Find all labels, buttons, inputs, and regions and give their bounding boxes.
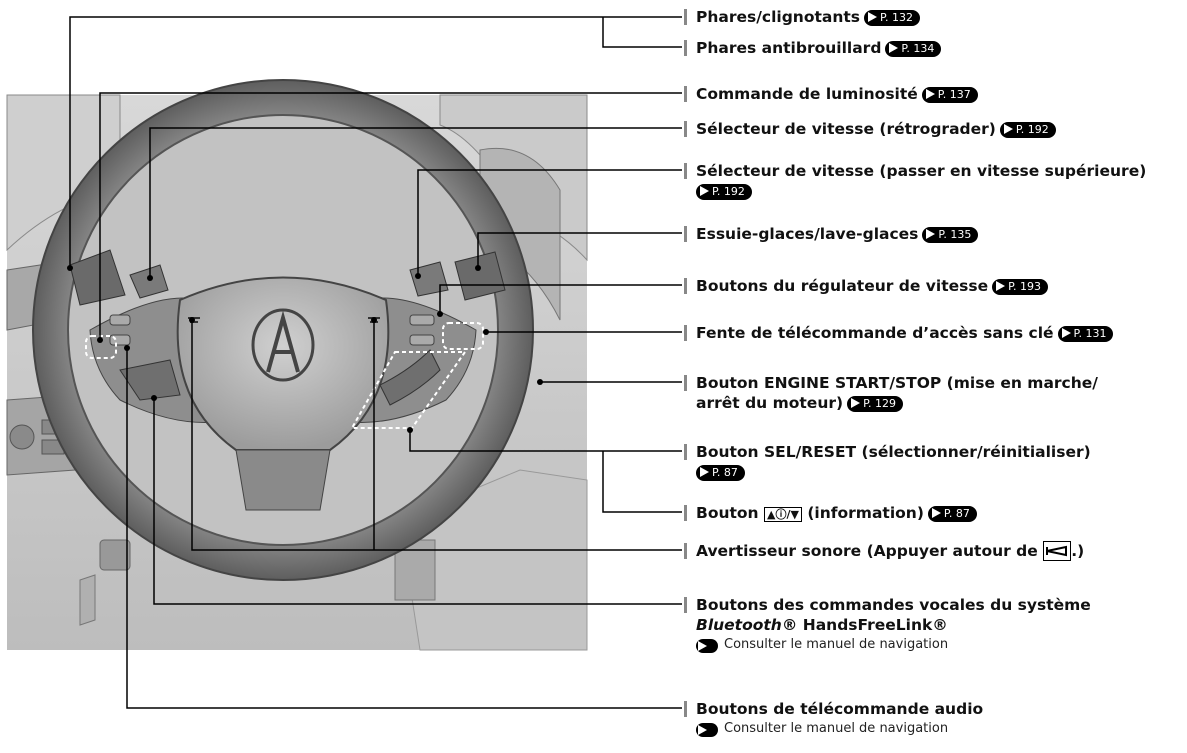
- callout-sel: Bouton SEL/RESET (sélectionner/réinitial…: [682, 442, 1187, 482]
- arrow-icon: [1003, 124, 1013, 134]
- arrow-icon: [925, 89, 935, 99]
- callout-info: Bouton ▲ⓘ/▼ (information)P. 87: [682, 503, 1187, 523]
- page-ref-badge[interactable]: P. 192: [999, 122, 1056, 138]
- arrow-icon: [996, 281, 1006, 291]
- arrow-icon: [1061, 328, 1071, 338]
- page-ref-badge[interactable]: P. 131: [1057, 326, 1114, 342]
- arrow-icon: [698, 641, 707, 651]
- nav-ref-badge[interactable]: [696, 639, 718, 653]
- page-ref-badge[interactable]: P. 129: [847, 396, 903, 412]
- cockpit-illustration: [6, 79, 588, 651]
- callout-horn: Avertisseur sonore (Appuyer autour de .): [682, 541, 1187, 561]
- callout-superieure: Sélecteur de vitesse (passer en vitesse …: [682, 161, 1187, 201]
- arrow-icon: [700, 186, 709, 196]
- callout-engine: Bouton ENGINE START/STOP (mise en marche…: [682, 373, 1187, 413]
- arrow-icon: [700, 467, 709, 477]
- arrow-icon: [931, 508, 941, 518]
- nav-ref-badge[interactable]: [696, 723, 718, 737]
- page-ref-badge[interactable]: P. 192: [696, 184, 752, 200]
- horn-icon: [1043, 541, 1072, 561]
- callout-audio: Boutons de télécommande audio Consulter …: [682, 699, 1187, 738]
- page-ref-badge[interactable]: P. 87: [696, 465, 745, 481]
- leader-dots: [67, 265, 543, 433]
- arrow-icon: [889, 43, 899, 53]
- page-ref-badge[interactable]: P. 132: [864, 10, 920, 26]
- callout-bluetooth: Boutons des commandes vocales du système…: [682, 595, 1187, 654]
- arrow-icon: [851, 398, 861, 408]
- arrow-icon: [868, 12, 878, 22]
- page-ref-badge[interactable]: P. 87: [927, 506, 977, 522]
- page-ref-badge[interactable]: P. 135: [922, 227, 979, 243]
- page-ref-badge[interactable]: P. 137: [921, 87, 978, 103]
- arrow-icon: [926, 229, 936, 239]
- info-key-symbol: ▲ⓘ/▼: [764, 507, 802, 522]
- arrow-icon: [698, 725, 707, 735]
- leader-lines: [69, 16, 682, 709]
- callout-retrograder: Sélecteur de vitesse (rétrograder)P. 192: [682, 119, 1187, 139]
- page-ref-badge[interactable]: P. 134: [885, 41, 942, 57]
- page-ref-badge[interactable]: P. 193: [992, 279, 1049, 295]
